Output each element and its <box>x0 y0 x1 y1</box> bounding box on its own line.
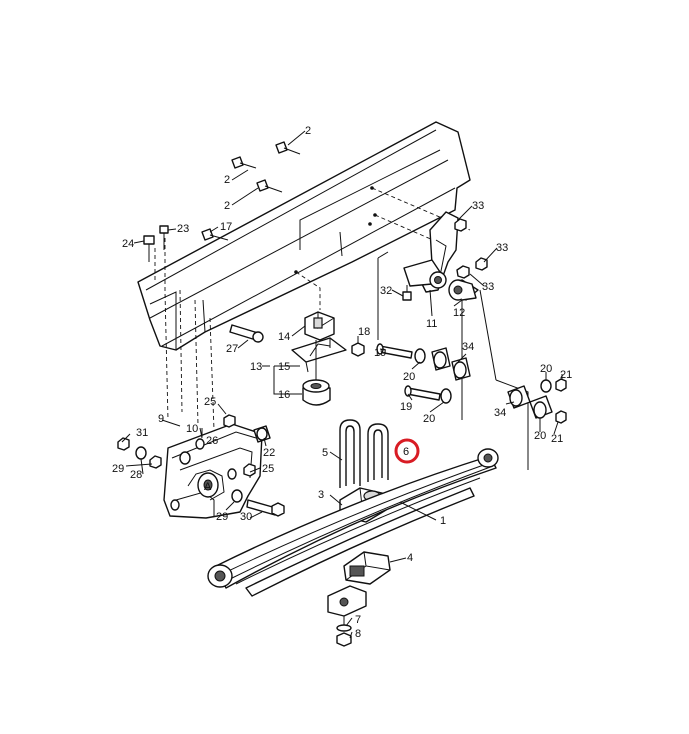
label-part-5: 5 <box>322 447 328 459</box>
label-part-21-low: 21 <box>551 433 563 445</box>
bolt-27 <box>229 324 264 343</box>
spring-plate <box>343 551 391 585</box>
label-part-3: 3 <box>318 489 324 501</box>
label-part-16: 16 <box>278 389 290 401</box>
label-part-27: 27 <box>226 343 238 355</box>
label-part-18: 18 <box>358 326 370 338</box>
label-part-28: 28 <box>130 469 142 481</box>
highlighted-part-6[interactable]: 6 <box>394 438 420 464</box>
frame-rail <box>137 121 471 351</box>
label-part-13: 13 <box>250 361 262 373</box>
nut-18 <box>351 342 365 357</box>
label-part-17: 17 <box>220 221 232 233</box>
label-part-34-center: 34 <box>462 341 474 353</box>
label-part-12: 12 <box>453 307 465 319</box>
label-part-24: 24 <box>122 238 134 250</box>
label-part-8: 8 <box>355 628 361 640</box>
label-part-10: 10 <box>186 423 198 435</box>
label-part-25-upper: 25 <box>204 396 216 408</box>
label-part-29-left: 29 <box>112 463 124 475</box>
label-part-14: 14 <box>278 331 290 343</box>
alignment-lines <box>154 187 529 470</box>
label-part-33-top: 33 <box>472 200 484 212</box>
front-shackle-hardware <box>507 378 567 424</box>
label-part-15: 15 <box>278 361 290 373</box>
label-part-11: 11 <box>426 318 437 330</box>
label-part-4: 4 <box>407 552 413 564</box>
label-part-21-top: 21 <box>560 369 572 381</box>
label-part-26: 26 <box>206 435 218 447</box>
label-part-9: 9 <box>158 413 164 425</box>
shackle-hardware <box>376 343 471 404</box>
lower-bracket <box>327 585 367 647</box>
front-spring-bracket: A <box>117 414 285 519</box>
label-part-33-mid: 33 <box>496 242 508 254</box>
label-part-6: 6 <box>403 446 409 458</box>
bushing-12 <box>448 279 479 301</box>
label-part-2-mid: 2 <box>224 174 230 186</box>
label-part-2-low: 2 <box>224 200 230 212</box>
leaf-spring <box>207 448 499 597</box>
label-part-7: 7 <box>355 614 361 626</box>
label-part-25-lower: 25 <box>262 463 274 475</box>
label-part-31: 31 <box>136 427 148 439</box>
rear-hanger <box>402 211 488 301</box>
label-part-2-top: 2 <box>305 125 311 137</box>
label-part-1: 1 <box>440 515 446 527</box>
label-part-20-lower: 20 <box>423 413 435 425</box>
label-part-29-low: 29 <box>216 511 228 523</box>
label-part-30: 30 <box>240 511 252 523</box>
label-part-20-right-top: 20 <box>540 363 552 375</box>
highlight-ring <box>394 438 420 464</box>
label-part-22: 22 <box>263 447 275 459</box>
u-bolts <box>339 419 389 488</box>
callout-labels: 2 2 2 17 23 24 27 14 13 15 16 18 19 20 3… <box>112 125 572 640</box>
leader-lines <box>121 130 563 639</box>
label-part-19-upper: 19 <box>374 347 386 359</box>
mark-a: A <box>204 481 212 493</box>
label-part-23: 23 <box>177 223 189 235</box>
label-part-32: 32 <box>380 285 392 297</box>
label-part-20-upper: 20 <box>403 371 415 383</box>
label-part-33-low: 33 <box>482 281 494 293</box>
label-part-19-lower: 19 <box>400 401 412 413</box>
mount-assembly <box>291 311 347 406</box>
label-part-20-right-low: 20 <box>534 430 546 442</box>
label-part-34-right: 34 <box>494 407 506 419</box>
